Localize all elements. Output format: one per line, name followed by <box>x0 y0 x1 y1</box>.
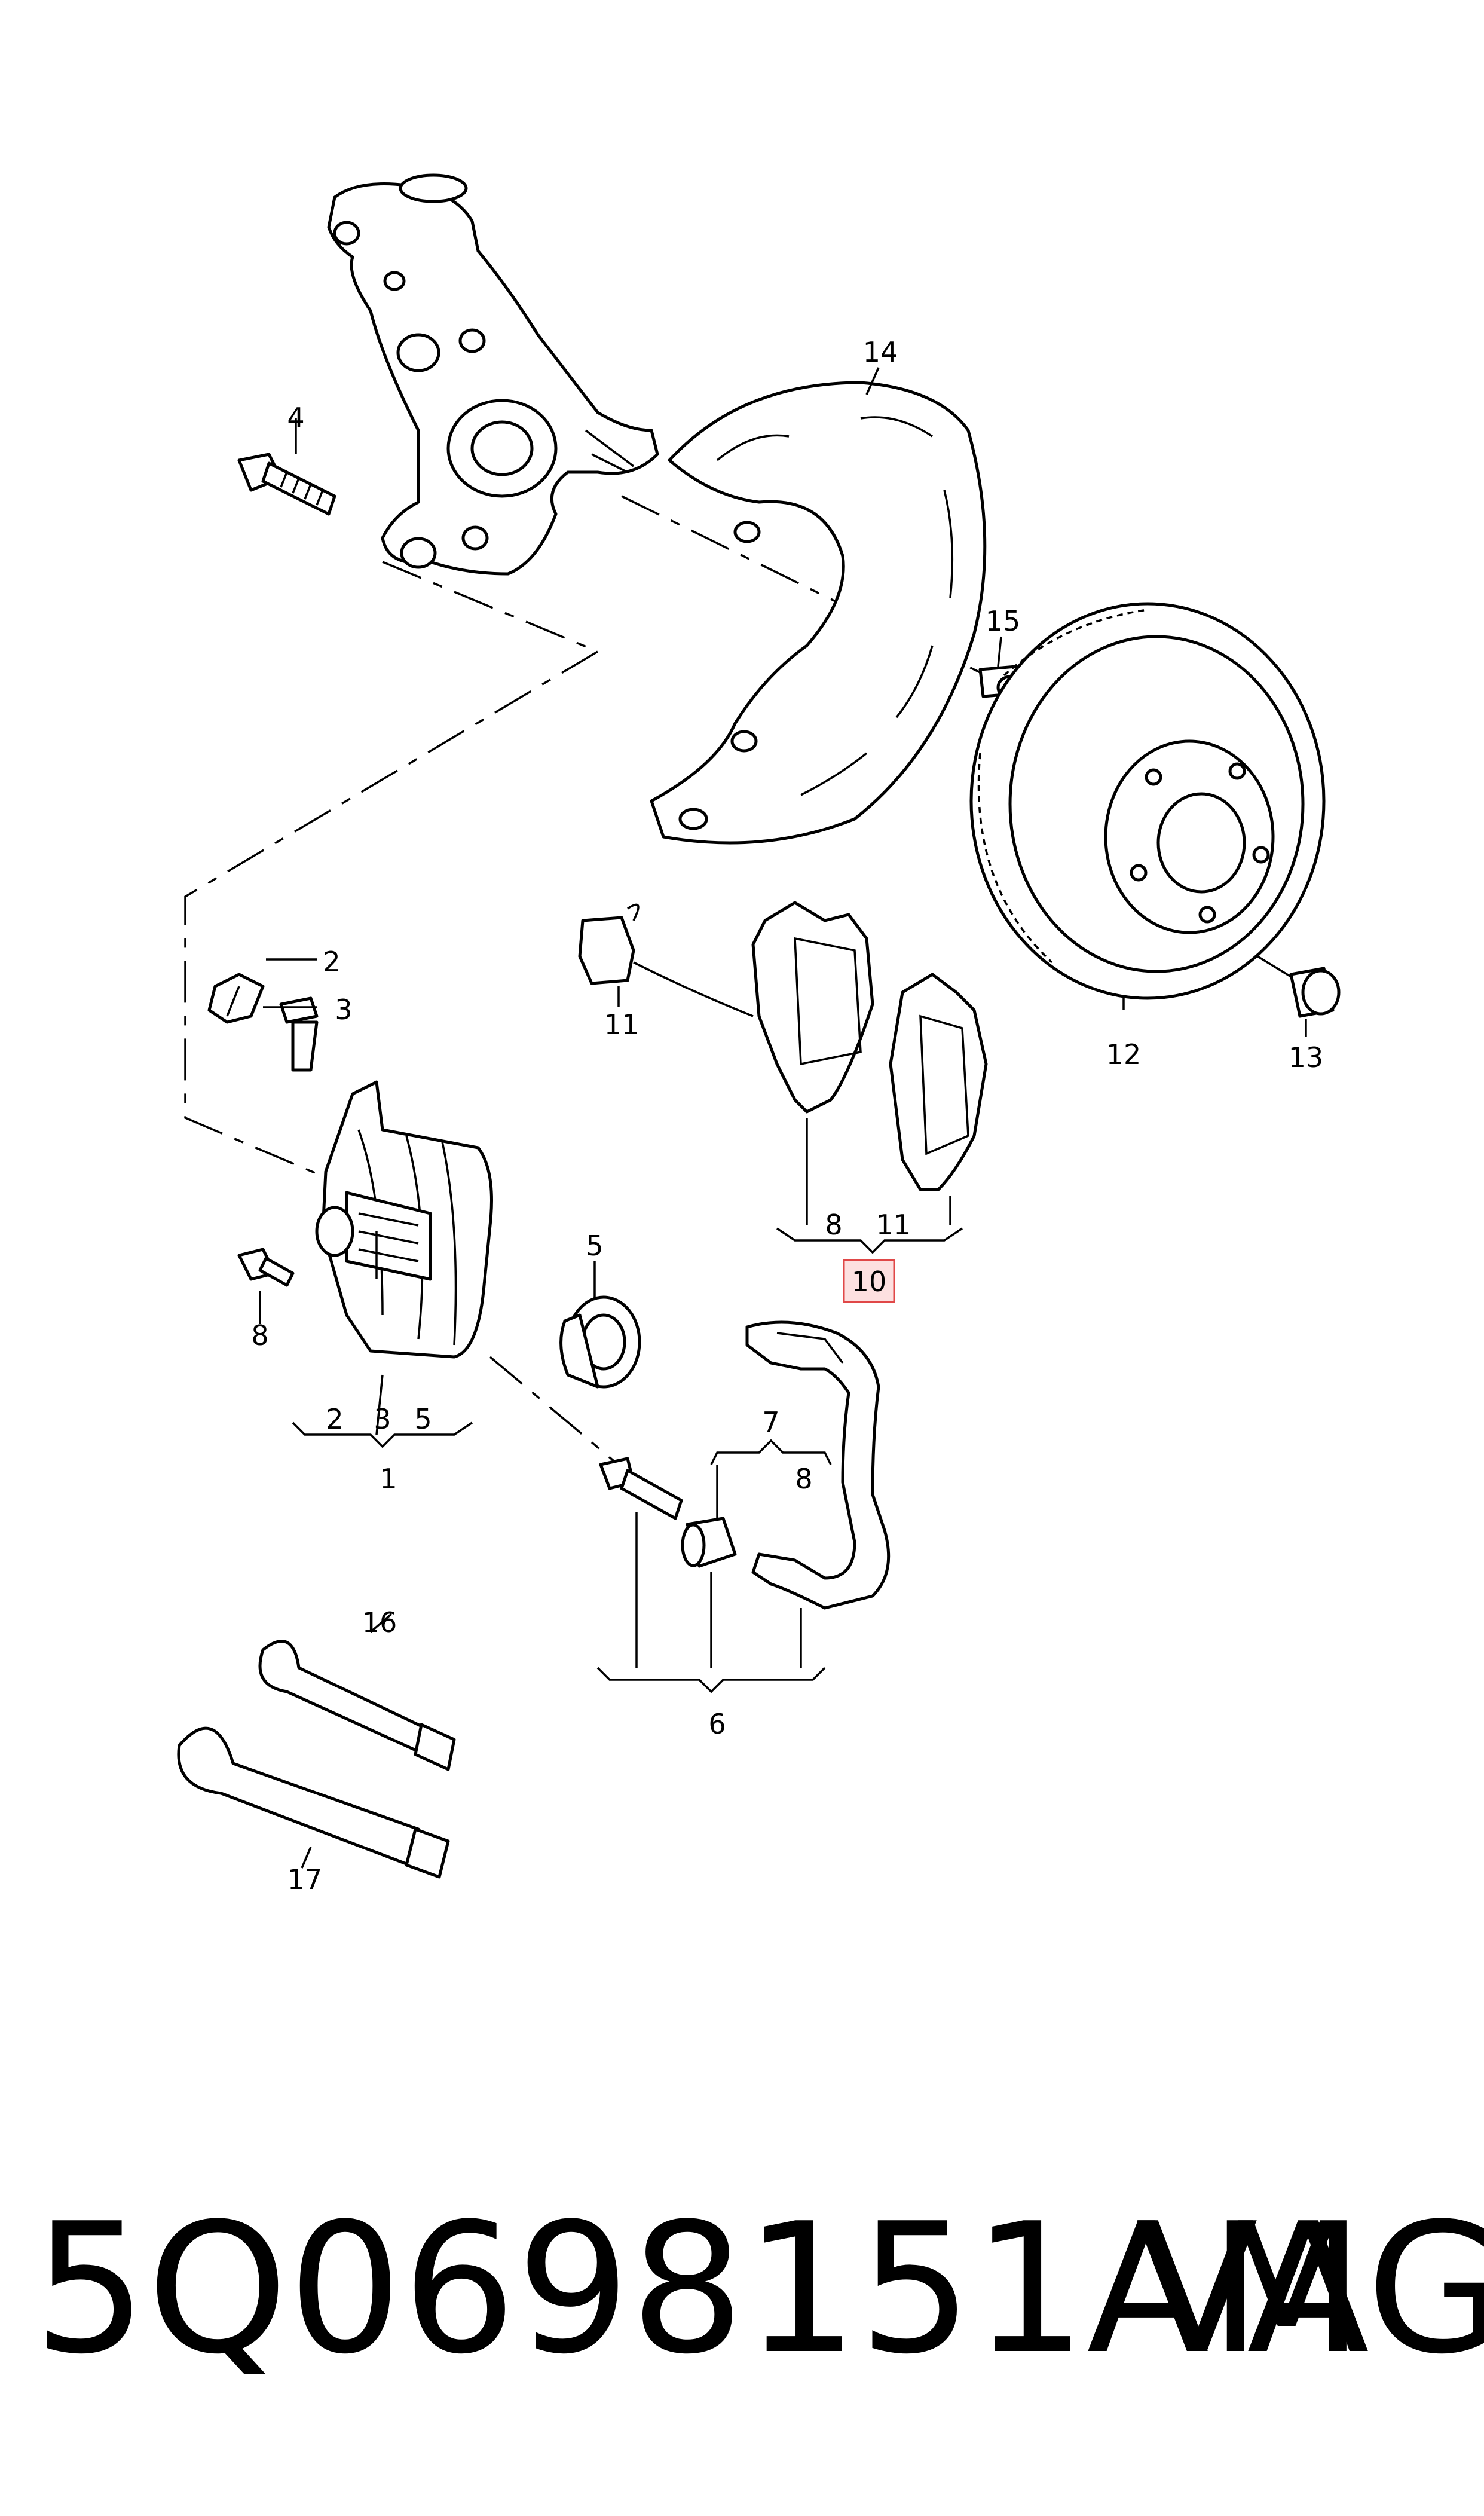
part-number-text: 5Q0698151AM <box>33 2185 1364 2393</box>
callout-6: 6 <box>708 1708 726 1740</box>
leader-lines <box>259 367 1307 1869</box>
callout-2a: 2 <box>323 946 340 978</box>
steering-knuckle <box>327 173 659 576</box>
callout-11a: 11 <box>604 1008 640 1041</box>
knuckle-bolt <box>237 453 336 516</box>
callout-11b: 11 <box>876 1209 911 1241</box>
callout-labels: 14 4 15 2 3 11 12 13 5 8 8 11 10 2 3 5 1… <box>251 336 1323 1896</box>
caliper-bracket <box>745 1320 891 1610</box>
guide-bolt <box>599 1457 683 1520</box>
guide-bush <box>681 1517 737 1568</box>
callout-16: 16 <box>362 1606 397 1638</box>
callout-1: 1 <box>380 1463 397 1495</box>
callout-12: 12 <box>1106 1038 1142 1071</box>
grease-tube-large <box>177 1726 450 1879</box>
callout-7: 7 <box>762 1406 779 1438</box>
callout-3b: 3 <box>374 1403 391 1435</box>
callout-8c: 8 <box>795 1463 812 1495</box>
caliper-bolt <box>237 1248 295 1287</box>
callout-5a: 5 <box>586 1230 603 1262</box>
bleed-screw <box>279 996 319 1072</box>
disc-screw <box>1289 967 1341 1018</box>
brake-splash-shield <box>650 381 987 845</box>
callout-5b: 5 <box>414 1403 432 1435</box>
callout-10: 10 <box>852 1265 887 1298</box>
callout-3a: 3 <box>335 993 352 1026</box>
bleed-cap <box>207 973 265 1024</box>
brand-text: VAG <box>1136 2185 1484 2393</box>
brake-pads <box>751 901 988 1191</box>
callout-15: 15 <box>986 605 1021 637</box>
brake-caliper <box>315 1080 493 1359</box>
brake-disc <box>969 602 1326 1000</box>
piston-seal <box>559 1295 641 1389</box>
callout-13: 13 <box>1289 1041 1324 1074</box>
highlight-box <box>843 1259 895 1303</box>
callout-14: 14 <box>863 336 898 368</box>
callout-4: 4 <box>287 402 304 434</box>
brake-wear-sensor <box>578 903 754 1017</box>
callout-2b: 2 <box>326 1403 343 1435</box>
callout-8a: 8 <box>251 1319 268 1352</box>
callout-17: 17 <box>287 1863 323 1896</box>
grease-tube-small <box>258 1639 456 1771</box>
callout-8b: 8 <box>825 1209 842 1241</box>
